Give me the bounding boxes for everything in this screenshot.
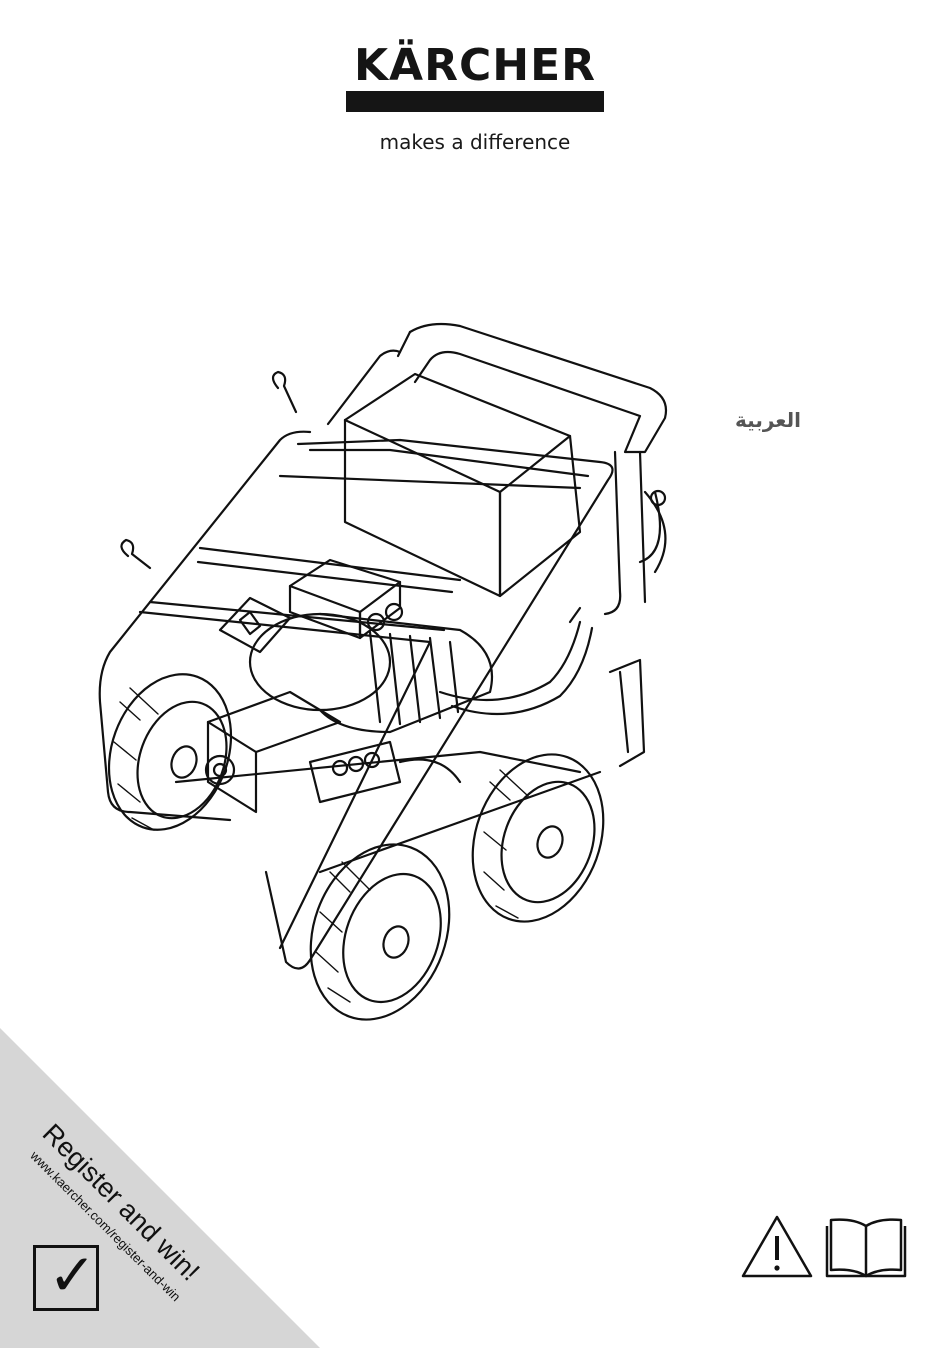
checkbox-icon: ✓ — [33, 1245, 99, 1311]
manual-book-icon — [825, 1214, 907, 1284]
language-label: العربية — [718, 408, 818, 432]
brand-name: KÄRCHER — [346, 44, 604, 88]
warning-triangle-icon — [740, 1214, 814, 1284]
brand-bar — [346, 91, 604, 112]
brand-tagline: makes a difference — [346, 130, 604, 154]
brand-logo: KÄRCHER — [346, 44, 604, 88]
checkmark-icon: ✓ — [48, 1242, 97, 1308]
pressure-washer-illustration — [80, 312, 680, 1032]
